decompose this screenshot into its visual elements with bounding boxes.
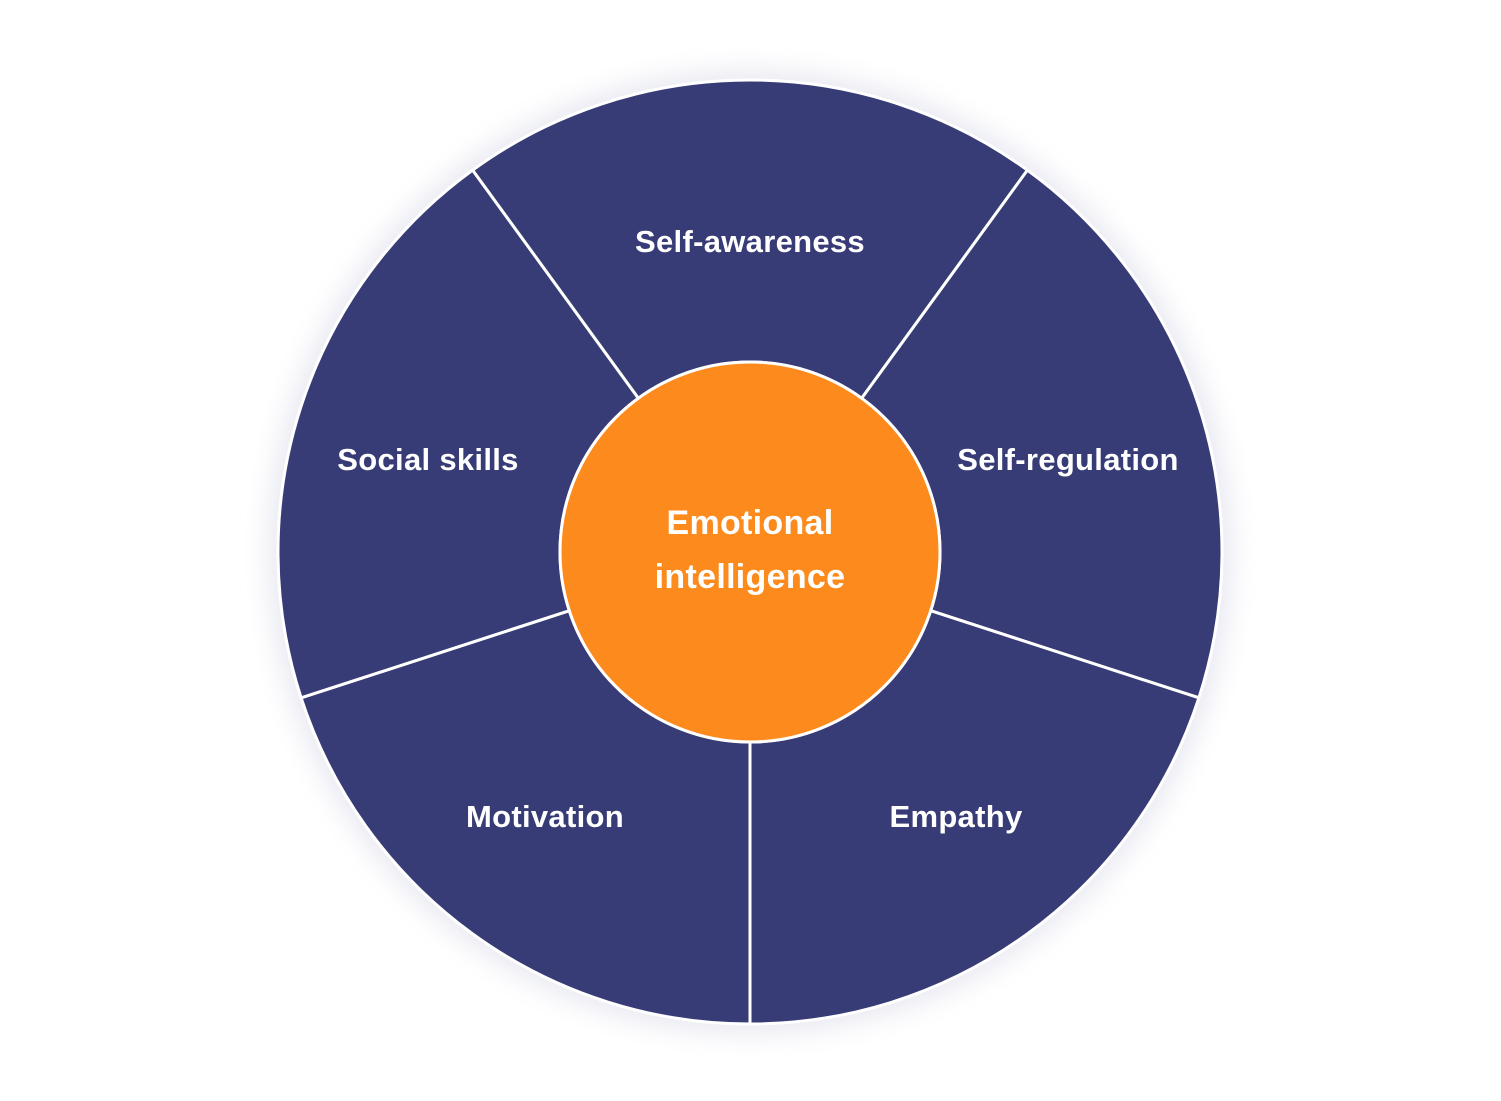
label-empathy: Empathy: [889, 799, 1022, 834]
label-motivation: Motivation: [466, 799, 624, 834]
center-title-line-2: intelligence: [655, 558, 846, 596]
segments-group: [276, 78, 1224, 1026]
center-circle: [558, 360, 942, 744]
center-title-line-1: Emotional: [666, 504, 833, 542]
label-social-skills: Social skills: [337, 442, 518, 477]
label-self-awareness: Self-awareness: [635, 224, 865, 259]
label-self-regulation: Self-regulation: [957, 442, 1179, 477]
